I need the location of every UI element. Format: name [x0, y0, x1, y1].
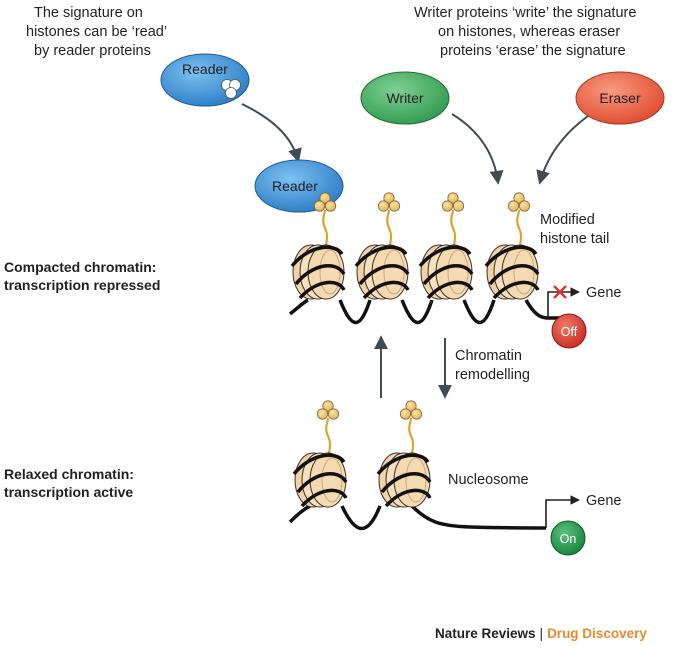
relaxed-dna-linker — [288, 504, 547, 530]
relaxed-nucleosome-1 — [292, 399, 348, 509]
bound-reader-mark — [313, 192, 337, 212]
compacted-chromatin-label: Compacted chromatin: transcription repre… — [4, 259, 160, 293]
reader-arrow — [241, 103, 302, 163]
journal-name: Nature Reviews — [435, 626, 536, 641]
relaxed-chromatin-label: Relaxed chromatin: transcription active — [4, 466, 138, 500]
eraser-arrow — [536, 115, 589, 185]
modified-tail-label: Modified histone tail — [540, 212, 609, 247]
compacted-nucleosome-2 — [354, 191, 410, 301]
writer-label: Writer — [386, 90, 423, 106]
reader-label: Reader — [182, 61, 228, 77]
off-label: Off — [561, 325, 578, 339]
remodelling-label: Chromatin remodelling — [455, 348, 530, 383]
writer-protein: Writer — [360, 71, 450, 125]
writer-note-line1: Writer proteins ‘write’ the signature — [414, 5, 636, 21]
gene-label-bottom: Gene — [586, 493, 621, 509]
relaxed-nucleosome-2 — [376, 399, 432, 509]
compacted-nucleosome-4 — [484, 191, 540, 301]
blocked-x-icon — [553, 285, 567, 299]
reader-note: The signature on histones can be ‘read’ … — [26, 5, 171, 59]
off-badge — [551, 313, 587, 349]
writer-arrow — [451, 113, 504, 185]
nucleosome-label: Nucleosome — [448, 472, 529, 488]
eraser-protein: Eraser — [575, 71, 665, 125]
reader-note-line1: The signature on — [34, 5, 143, 21]
reader-note-line2: histones can be ‘read’ — [26, 24, 167, 40]
writer-note-line3: proteins ‘erase’ the signature — [440, 43, 626, 59]
compacted-dna-linker — [288, 298, 572, 324]
journal-section: Drug Discovery — [547, 626, 647, 641]
writer-note-line2: on histones, whereas eraser — [438, 24, 620, 40]
writer-eraser-note: Writer proteins ‘write’ the signature on… — [414, 5, 640, 59]
reader-note-line3: by reader proteins — [34, 43, 151, 59]
compacted-nucleosome-3 — [418, 191, 474, 301]
eraser-label: Eraser — [599, 90, 641, 106]
gene-arrow-icon — [547, 287, 580, 318]
gene-label-top: Gene — [586, 285, 621, 301]
bound-reader-label: Reader — [272, 178, 318, 194]
on-badge — [550, 520, 586, 556]
reader-protein: Reader — [160, 53, 250, 107]
journal-credit: Nature Reviews|Drug Discovery — [435, 626, 647, 641]
credit-separator: | — [539, 626, 544, 641]
gene-arrow-icon-bottom — [545, 495, 580, 528]
gene-on: Gene On — [545, 493, 621, 556]
on-label: On — [560, 532, 577, 546]
gene-off: Gene Off — [547, 285, 621, 349]
